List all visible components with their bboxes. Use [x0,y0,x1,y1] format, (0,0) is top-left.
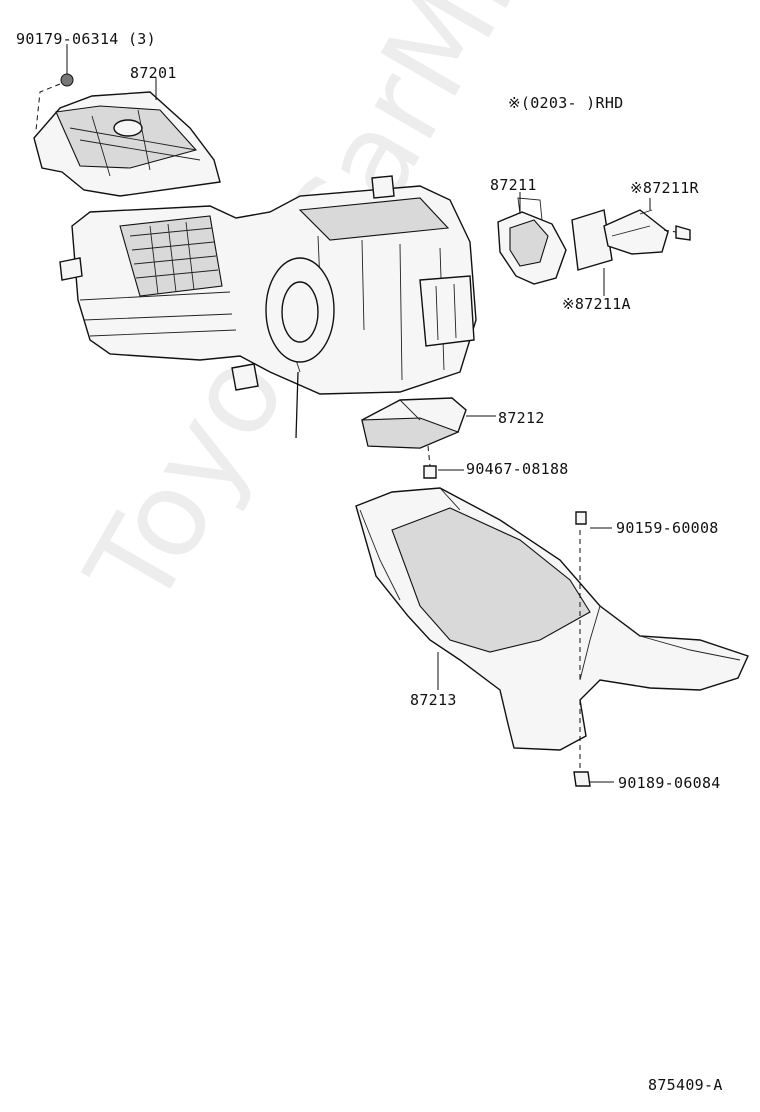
label-87211A: ※87211A [562,295,631,313]
label-90179-06314: 90179-06314 (3) [16,30,156,48]
label-87211: 87211 [490,176,537,194]
label-87213: 87213 [410,691,457,709]
label-87211R: ※87211R [630,179,699,197]
duct-87213 [355,487,749,787]
figure-code: 875409-A [648,1076,723,1094]
duct-87211A [571,209,691,271]
duct-87212 [361,397,467,479]
label-87212: 87212 [498,409,545,427]
duct-87211 [497,197,567,285]
label-90189-06084: 90189-06084 [618,774,721,792]
label-rhd-note: ※(0203- )RHD [508,94,624,112]
cover-87201 [33,73,221,197]
label-90159-60008: 90159-60008 [616,519,719,537]
label-90467-08188: 90467-08188 [466,460,569,478]
heater-unit [59,175,477,439]
label-87201: 87201 [130,64,177,82]
leader-lines [66,44,651,783]
